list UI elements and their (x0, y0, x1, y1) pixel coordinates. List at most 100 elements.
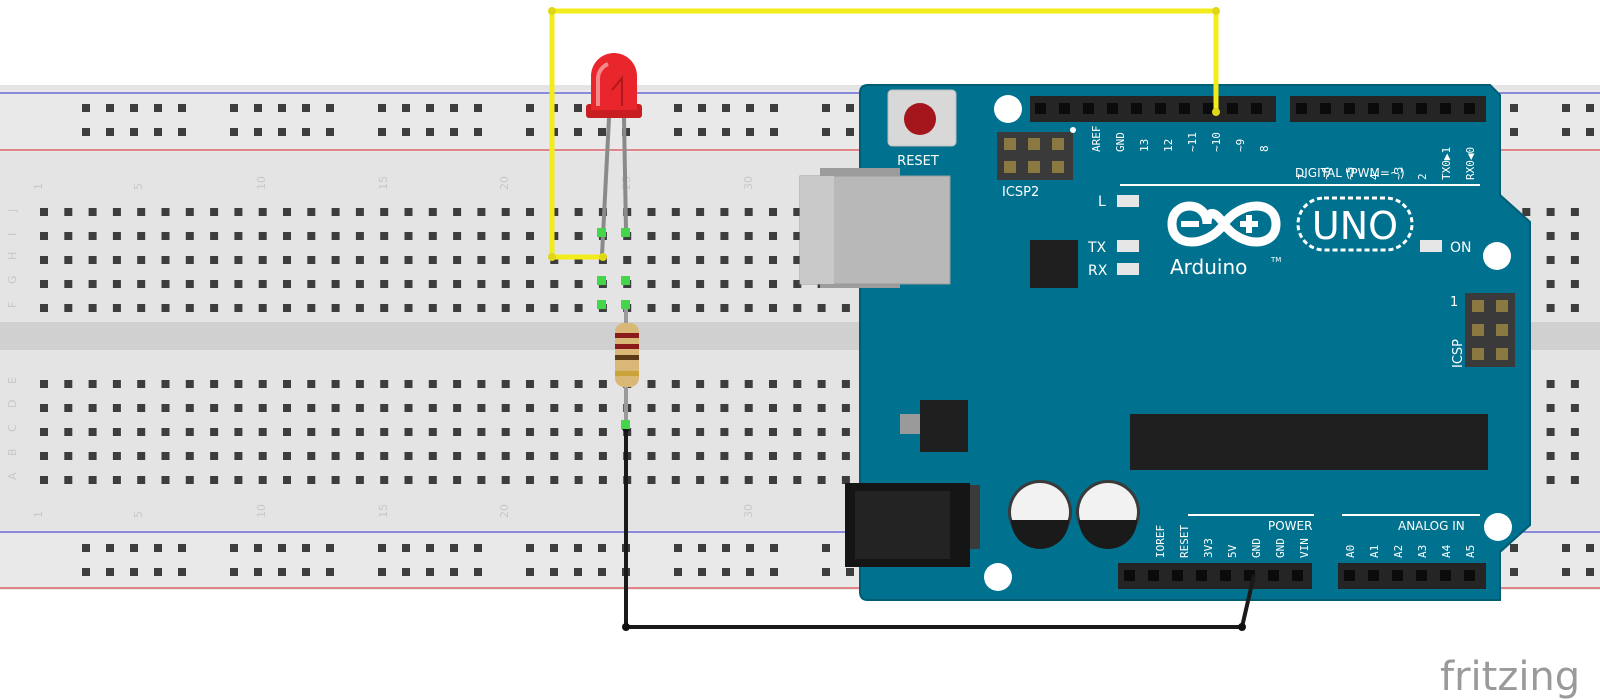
breadboard-hole (501, 208, 510, 216)
breadboard-hole (526, 476, 534, 484)
breadboard-hole (696, 404, 705, 412)
breadboard-hole (380, 232, 389, 240)
reset-button[interactable] (904, 103, 936, 135)
row-letter: G (6, 275, 19, 284)
pin-label: RX0◀0 (1464, 147, 1477, 180)
breadboard-hole (404, 428, 413, 436)
row-letter: E (6, 377, 19, 384)
black-wire[interactable] (624, 428, 1256, 629)
header-pin[interactable] (1148, 570, 1159, 581)
model-label: UNO (1312, 204, 1398, 248)
breadboard-hole (355, 404, 364, 412)
led-tx (1117, 240, 1139, 252)
breadboard-hole (161, 232, 170, 240)
usb-connector-face (800, 176, 834, 284)
breadboard-hole (696, 256, 705, 264)
header-pin[interactable] (1131, 103, 1142, 114)
breadboard-hole (88, 280, 97, 288)
header-pin[interactable] (1035, 103, 1046, 114)
rail-hole (326, 128, 334, 136)
breadboard-hole (40, 208, 48, 216)
header-pin[interactable] (1368, 570, 1379, 581)
breadboard-hole (769, 232, 777, 240)
header-pin[interactable] (1416, 103, 1427, 114)
arduino-logo: UNO Arduino TM (1167, 196, 1414, 279)
breadboard-hole (355, 452, 364, 460)
rail-hole (130, 128, 138, 136)
breadboard-hole (1546, 232, 1555, 240)
rail-hole (1562, 128, 1570, 136)
breadboard-hole (744, 476, 753, 484)
header-pin[interactable] (1268, 570, 1279, 581)
yellow-wire[interactable] (549, 8, 1219, 257)
breadboard-hole (307, 280, 316, 288)
header-pin[interactable] (1059, 103, 1070, 114)
breadboard-hole (258, 208, 267, 216)
breadboard-hole (283, 256, 291, 264)
header-pin[interactable] (1464, 103, 1475, 114)
breadboard-hole (112, 476, 121, 484)
pin-label: A0 (1344, 545, 1357, 558)
breadboard-hole (574, 208, 583, 216)
breadboard-hole (671, 476, 680, 484)
pin-label: A3 (1416, 545, 1429, 558)
header-pin[interactable] (1344, 570, 1355, 581)
header-pin[interactable] (1440, 570, 1451, 581)
header-pin[interactable] (1172, 570, 1183, 581)
header-pin[interactable] (1155, 103, 1166, 114)
breadboard-hole (137, 304, 146, 312)
breadboard-hole (793, 208, 802, 216)
breadboard-hole (793, 280, 802, 288)
header-pin[interactable] (1464, 570, 1475, 581)
rail-hole (598, 544, 606, 552)
header-pin[interactable] (1244, 570, 1255, 581)
breadboard-hole (137, 208, 146, 216)
header-pin[interactable] (1251, 103, 1262, 114)
breadboard-hole (112, 232, 121, 240)
header-pin[interactable] (1296, 103, 1307, 114)
breadboard-hole (720, 380, 729, 388)
rail-hole (1586, 104, 1594, 112)
breadboard-hole (112, 452, 121, 460)
breadboard-hole (40, 304, 48, 312)
rail-hole (278, 568, 286, 576)
breadboard-hole (307, 452, 316, 460)
breadboard-hole (647, 380, 656, 388)
header-pin[interactable] (1124, 570, 1135, 581)
header-pin[interactable] (1320, 103, 1331, 114)
breadboard-hole (501, 256, 510, 264)
header-pin[interactable] (1368, 103, 1379, 114)
resistor-band (615, 344, 639, 349)
row-letter: B (6, 448, 19, 456)
header-pin[interactable] (1292, 570, 1303, 581)
header-pin[interactable] (1416, 570, 1427, 581)
header-pin[interactable] (1083, 103, 1094, 114)
header-pin[interactable] (1107, 103, 1118, 114)
pin-label: GND (1250, 538, 1263, 558)
rail-hole (770, 104, 778, 112)
atmega-chip (1130, 414, 1488, 470)
header-pin[interactable] (1196, 570, 1207, 581)
rail-hole (722, 128, 730, 136)
header-pin[interactable] (1392, 570, 1403, 581)
breadboard-hole (234, 428, 243, 436)
header-pin[interactable] (1220, 570, 1231, 581)
resistor[interactable] (615, 300, 639, 420)
rail-hole (770, 544, 778, 552)
header-pin[interactable] (1227, 103, 1238, 114)
header-pin[interactable] (1179, 103, 1190, 114)
rail-hole (674, 104, 682, 112)
pin-label: A5 (1464, 545, 1477, 558)
rail-hole (378, 104, 386, 112)
breadboard-hole (185, 304, 194, 312)
breadboard-hole (137, 380, 146, 388)
breadboard-hole (380, 476, 389, 484)
header-pin[interactable] (1392, 103, 1403, 114)
red-led[interactable] (586, 53, 642, 256)
header-pin[interactable] (1440, 103, 1451, 114)
header-pin[interactable] (1344, 103, 1355, 114)
resistor-band (615, 355, 639, 360)
wire-end (1212, 7, 1220, 15)
breadboard-hole (769, 304, 777, 312)
header-pin[interactable] (1203, 103, 1214, 114)
